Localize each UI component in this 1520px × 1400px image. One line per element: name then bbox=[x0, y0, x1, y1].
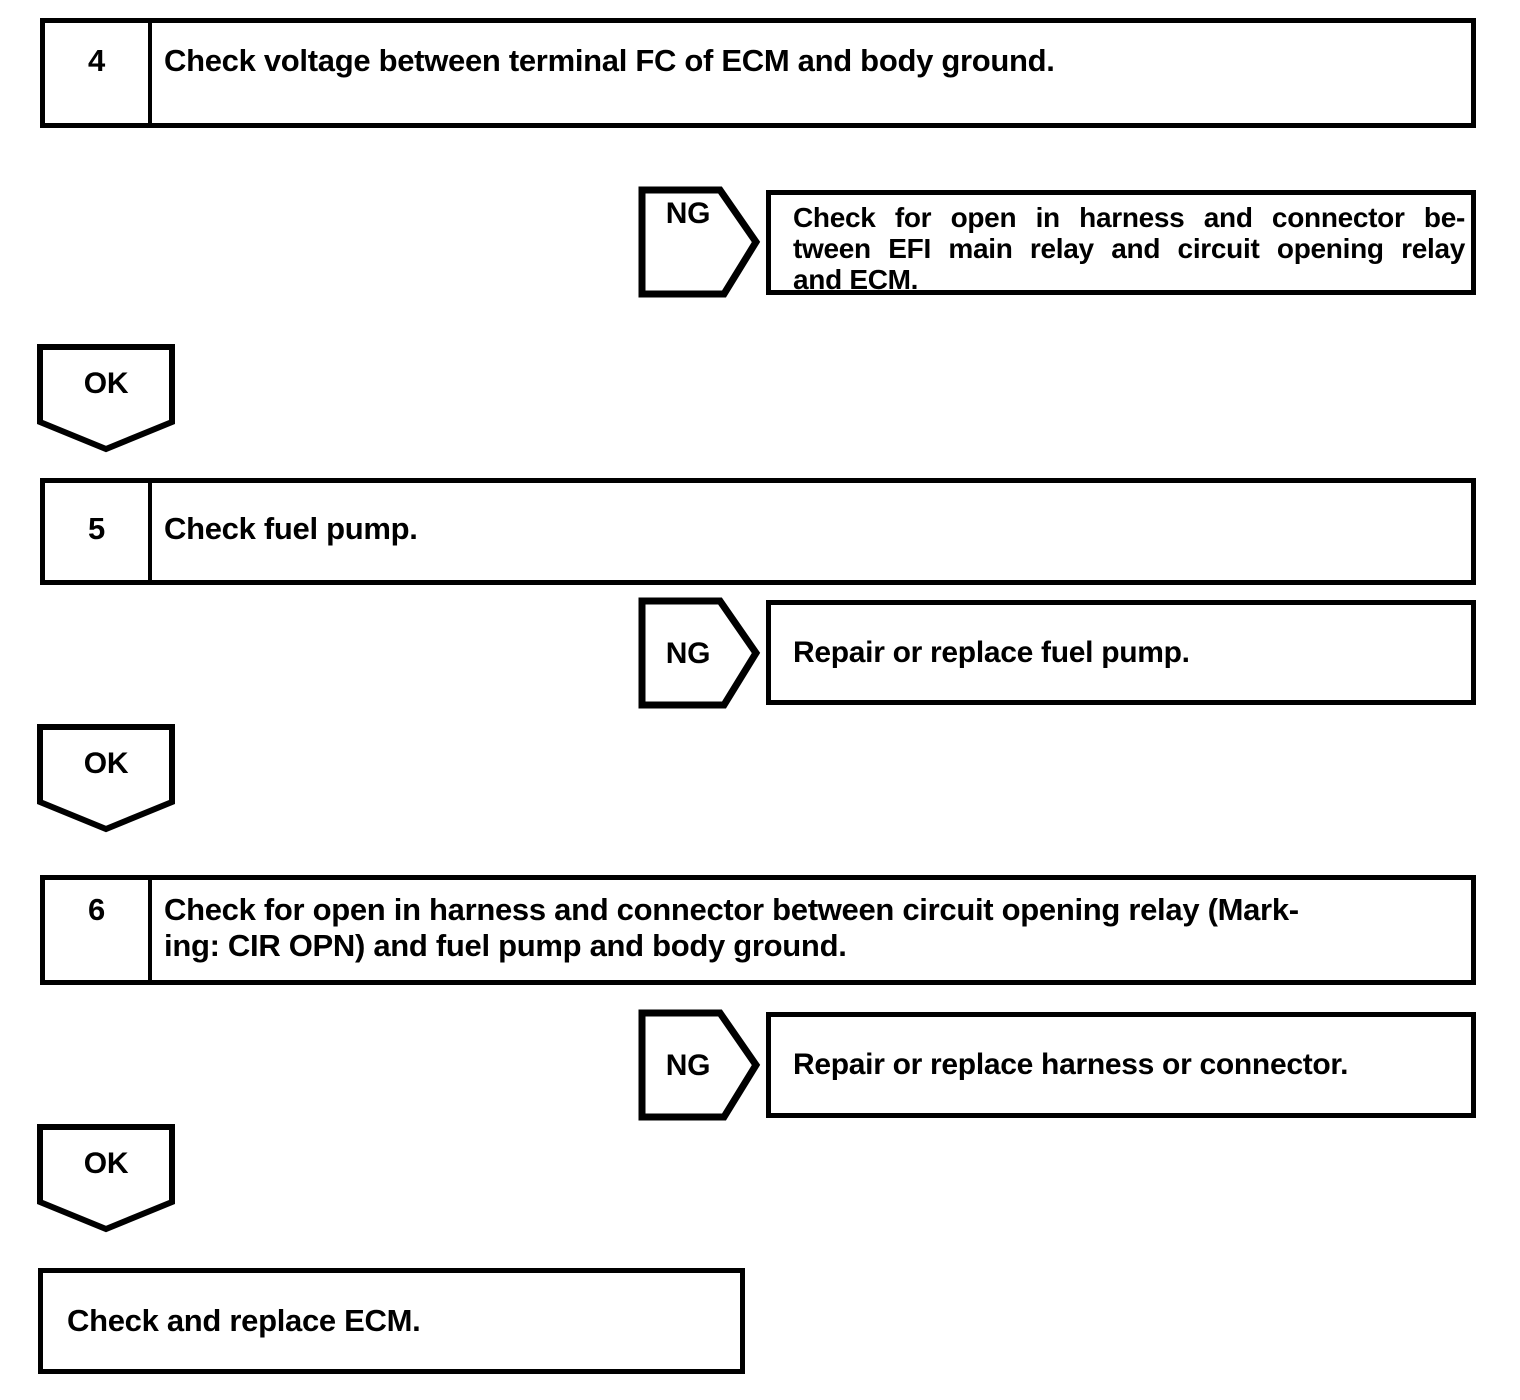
ok-connector-label: OK bbox=[83, 1147, 129, 1180]
step-box-4: 4 Check voltage between terminal FC of E… bbox=[40, 18, 1476, 128]
ng-arrow-icon bbox=[638, 1009, 761, 1121]
step-number: 4 bbox=[45, 23, 152, 123]
ng-result-line: Repair or replace fuel pump. bbox=[793, 635, 1190, 669]
ok-connector-icon bbox=[37, 344, 175, 453]
ng-result-line: tween EFI main relay and circuit opening… bbox=[793, 233, 1465, 264]
step-number: 5 bbox=[45, 483, 152, 580]
step-box-6: 6 Check for open in harness and connecto… bbox=[40, 875, 1476, 985]
step-number: 6 bbox=[45, 880, 152, 980]
step-instruction-line: Check fuel pump. bbox=[164, 511, 418, 546]
step-instruction: Check for open in harness and connector … bbox=[152, 880, 1471, 980]
ok-connector-icon bbox=[37, 724, 175, 833]
step-instruction: Check fuel pump. bbox=[152, 483, 1471, 580]
ng-result-box: Check for open in harness and connector … bbox=[766, 190, 1476, 295]
step-instruction-line: Check voltage between terminal FC of ECM… bbox=[164, 43, 1055, 78]
ng-branch-label: NG bbox=[665, 637, 711, 670]
ng-result-line: Check for open in harness and connector … bbox=[793, 202, 1465, 233]
ok-connector-label: OK bbox=[83, 367, 129, 400]
final-action-box: Check and replace ECM. bbox=[38, 1268, 745, 1374]
final-action-text: Check and replace ECM. bbox=[67, 1303, 421, 1338]
ng-arrow-icon bbox=[638, 186, 761, 298]
ng-result-box: Repair or replace fuel pump. bbox=[766, 600, 1476, 705]
ng-arrow-icon bbox=[638, 597, 761, 709]
ng-branch-label: NG bbox=[665, 197, 711, 230]
step-instruction-line: Check for open in harness and connector … bbox=[164, 892, 1299, 927]
ng-result-line: Repair or replace harness or connector. bbox=[793, 1048, 1349, 1081]
ng-result-line: and ECM. bbox=[793, 264, 919, 295]
ng-result-box: Repair or replace harness or connector. bbox=[766, 1012, 1476, 1118]
step-box-5: 5 Check fuel pump. bbox=[40, 478, 1476, 585]
ok-connector-icon bbox=[37, 1124, 175, 1233]
step-instruction-line: ing: CIR OPN) and fuel pump and body gro… bbox=[164, 928, 847, 963]
step-instruction: Check voltage between terminal FC of ECM… bbox=[152, 23, 1471, 123]
ng-branch-label: NG bbox=[665, 1049, 711, 1082]
ok-connector-label: OK bbox=[83, 747, 129, 780]
